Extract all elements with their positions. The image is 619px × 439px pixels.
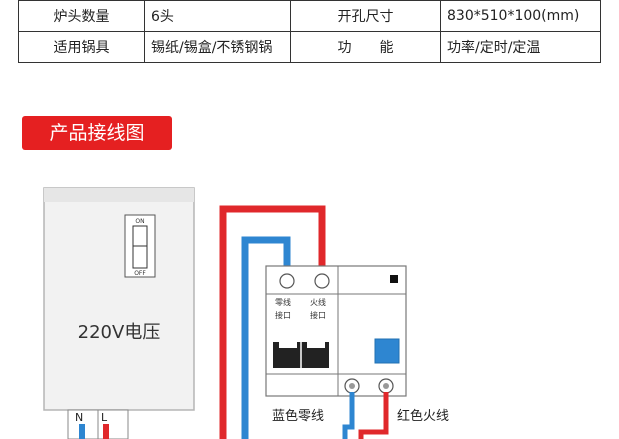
switch-on-label: ON bbox=[135, 218, 144, 225]
voltage-label: 220V电压 bbox=[78, 322, 161, 343]
table-row: 炉头数量 6头 开孔尺寸 830*510*100(mm) bbox=[18, 0, 601, 32]
terminal-screw bbox=[383, 383, 389, 389]
zero-port-label-1: 零线 bbox=[275, 297, 291, 307]
switch-toggle bbox=[132, 225, 148, 269]
red-wire-label: 红色火线 bbox=[397, 408, 449, 424]
blue-wire-output bbox=[342, 392, 355, 439]
section-title: 产品接线图 bbox=[22, 116, 172, 150]
red-wire-main bbox=[219, 205, 326, 439]
breaker-lever-slot-1 bbox=[279, 342, 297, 348]
table-cell: 功 能 bbox=[290, 31, 441, 63]
table-cell: 炉头数量 bbox=[18, 0, 145, 32]
blue-wire-main bbox=[241, 236, 291, 439]
fire-port-label-2: 接口 bbox=[310, 310, 326, 320]
table-cell: 830*510*100(mm) bbox=[440, 0, 601, 32]
breaker-terminal-zero bbox=[279, 273, 295, 289]
blue-wire-label: 蓝色零线 bbox=[272, 408, 324, 424]
power-box bbox=[43, 187, 195, 411]
terminal-n-label: N bbox=[75, 411, 83, 424]
table-cell: 6头 bbox=[144, 0, 291, 32]
terminal-l-label: L bbox=[101, 411, 108, 424]
breaker-lever-slot-2 bbox=[307, 342, 325, 348]
zero-port-label-2: 接口 bbox=[275, 310, 291, 320]
breaker-terminal-fire bbox=[314, 273, 330, 289]
breaker-indicator bbox=[390, 275, 398, 283]
switch-off-label: OFF bbox=[134, 270, 146, 277]
fire-port-label-1: 火线 bbox=[310, 297, 326, 307]
table-row: 适用锅具 锡纸/锡盒/不锈钢锅 功 能 功率/定时/定温 bbox=[18, 31, 601, 63]
table-cell: 功率/定时/定温 bbox=[440, 31, 601, 63]
red-wire-output bbox=[358, 392, 389, 439]
test-button bbox=[374, 338, 400, 364]
terminal-screw bbox=[349, 383, 355, 389]
power-box-top bbox=[44, 188, 194, 202]
spec-table: 炉头数量 6头 开孔尺寸 830*510*100(mm) 适用锅具 锡纸/锡盒/… bbox=[18, 0, 601, 63]
